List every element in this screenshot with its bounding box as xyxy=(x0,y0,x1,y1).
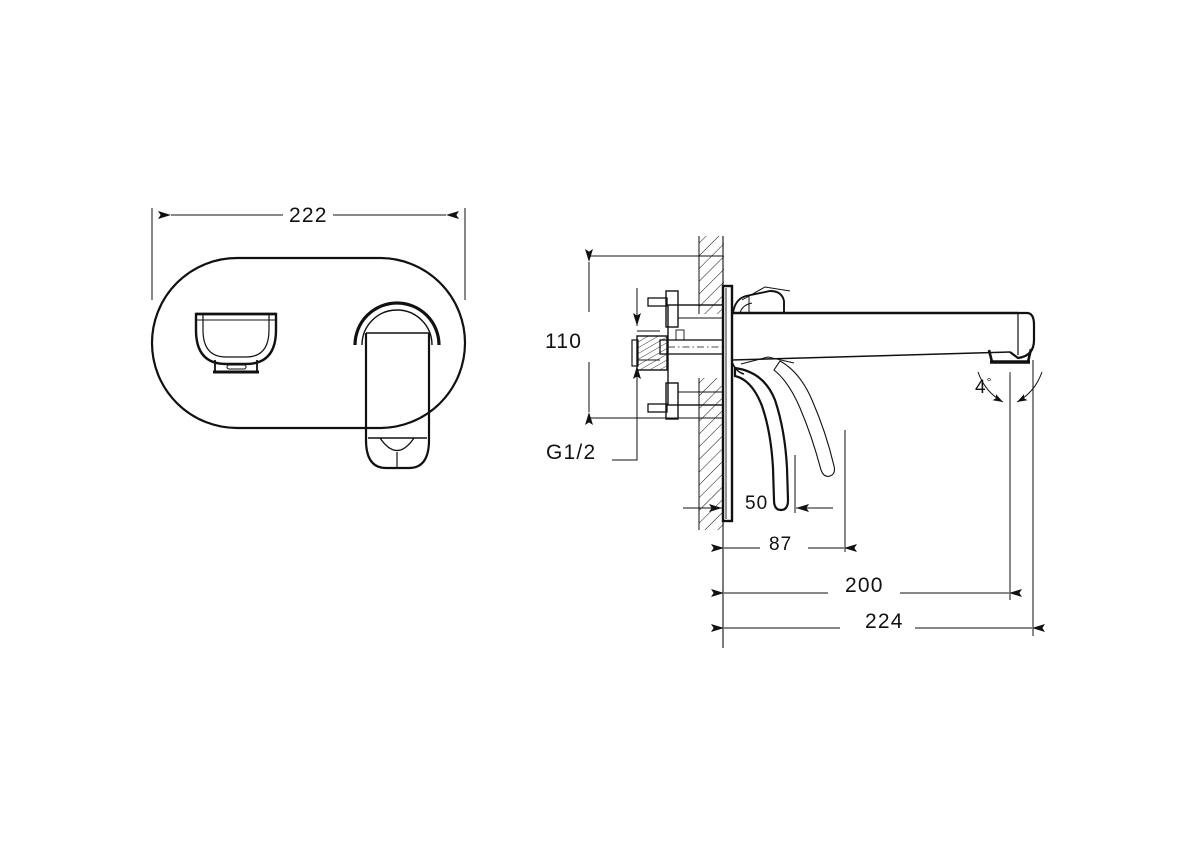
front-view-group xyxy=(150,208,467,470)
dimension-label-g12: G1/2 xyxy=(546,441,596,464)
escutcheon-plate-side xyxy=(721,284,734,523)
dimension-110-group xyxy=(585,249,723,425)
dimension-label-222: 222 xyxy=(289,204,328,227)
wall-section-hatch xyxy=(698,236,724,530)
dimension-label-4deg: 4° xyxy=(975,375,992,398)
outlet-angle-callout xyxy=(977,371,1043,420)
spout-outlet-front xyxy=(194,312,278,374)
leader-g12 xyxy=(612,455,638,461)
dimension-label-200: 200 xyxy=(845,574,884,597)
dimension-extension-lines xyxy=(794,360,1034,636)
dimension-222-group xyxy=(151,208,466,300)
dimension-label-50: 50 xyxy=(745,493,768,514)
degree-symbol-icon: ° xyxy=(987,375,993,389)
dimension-label-110: 110 xyxy=(545,330,582,353)
lever-handle-front xyxy=(353,301,441,470)
dimension-87-group xyxy=(711,508,857,648)
spout-body-side xyxy=(731,286,1036,364)
dimension-inlet-gap-group xyxy=(633,288,660,455)
dimension-label-87: 87 xyxy=(769,534,792,555)
escutcheon-plate-front xyxy=(150,256,467,430)
side-section-view-group xyxy=(631,236,1043,648)
angle-value: 4 xyxy=(975,377,987,398)
lever-handle-side xyxy=(731,356,836,512)
dimension-label-224: 224 xyxy=(865,610,904,633)
